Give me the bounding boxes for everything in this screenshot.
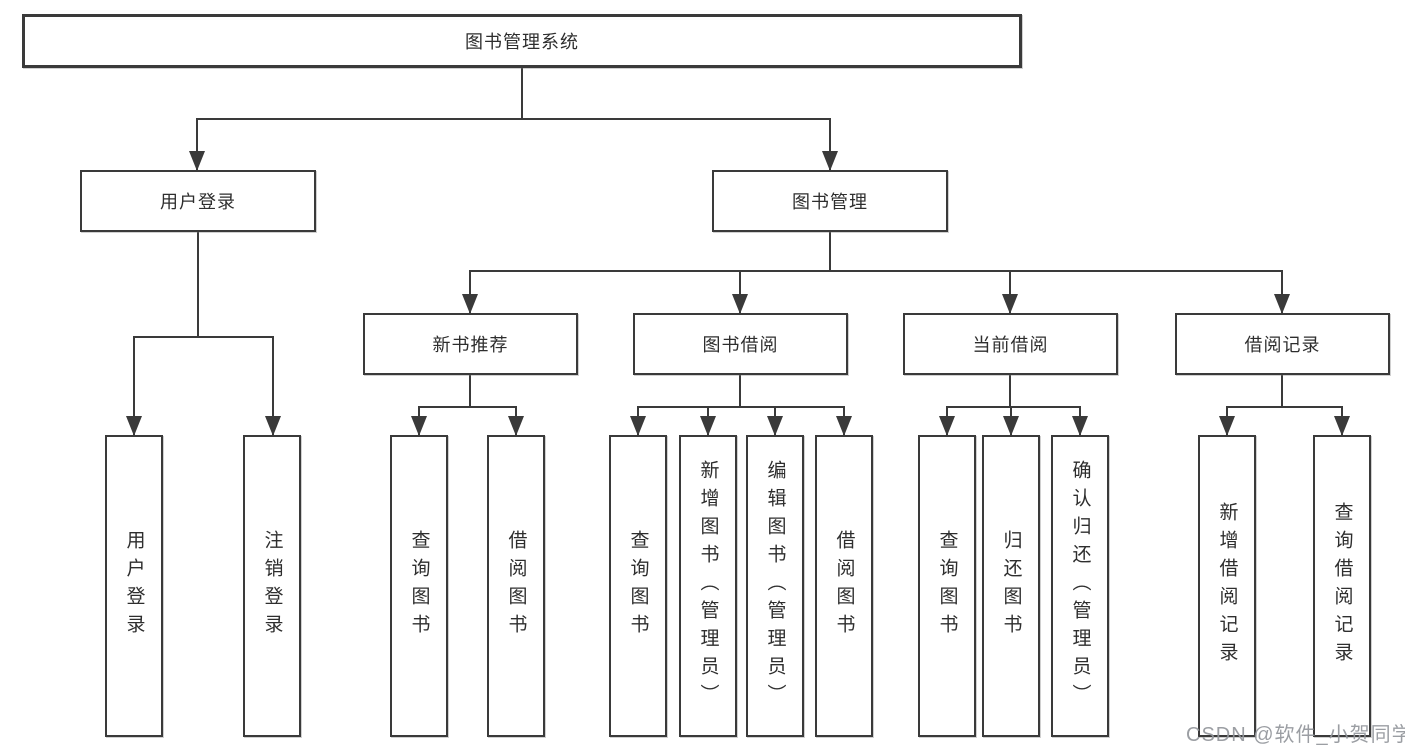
node-book-borrowing: 图书借阅	[633, 313, 848, 375]
edge-root	[189, 68, 838, 171]
edge-current-borrowing	[939, 375, 1088, 436]
node-label: 用户登录	[123, 530, 145, 642]
leaf-query-books: 查询图书	[390, 435, 448, 737]
node-label: 新书推荐	[432, 335, 509, 355]
node-current-borrowing: 当前借阅	[903, 313, 1118, 375]
node-label: 归还图书	[1000, 530, 1022, 642]
leaf-add-borrow-record: 新增借阅记录	[1198, 435, 1256, 737]
leaf-borrow-books: 借阅图书	[487, 435, 545, 737]
node-book-management: 图书管理	[712, 170, 948, 232]
edge-book-borrowing	[630, 375, 852, 436]
leaf-confirm-return-admin: 确认归还（管理员）	[1051, 435, 1109, 737]
node-label: 编辑图书（管理员）	[764, 460, 786, 712]
watermark: CSDN @软件_小贺同学	[1186, 724, 1405, 746]
node-label: 用户登录	[160, 192, 236, 212]
node-user-login: 用户登录	[80, 170, 316, 232]
node-label: 借阅记录	[1244, 335, 1321, 355]
node-label: 查询图书	[936, 530, 958, 642]
node-label: 当前借阅	[972, 335, 1049, 355]
leaf-query-borrow-record: 查询借阅记录	[1313, 435, 1371, 737]
node-label: 查询图书	[408, 530, 430, 642]
edge-borrowing-records	[1219, 375, 1350, 436]
node-new-book-recommend: 新书推荐	[363, 313, 578, 375]
leaf-logout: 注销登录	[243, 435, 301, 737]
node-label: 查询图书	[627, 530, 649, 642]
edge-user-login	[126, 232, 281, 436]
leaf-user-login: 用户登录	[105, 435, 163, 737]
node-label: 图书借阅	[702, 335, 779, 355]
edge-new-book-recommend	[411, 375, 524, 436]
node-label: 注销登录	[261, 530, 283, 642]
node-label: 确认归还（管理员）	[1069, 460, 1091, 712]
node-label: 图书管理	[792, 192, 868, 212]
node-label: 新增借阅记录	[1216, 502, 1238, 670]
node-label: 借阅图书	[833, 530, 855, 642]
leaf-edit-book-admin: 编辑图书（管理员）	[746, 435, 804, 737]
node-library-management-system: 图书管理系统	[22, 14, 1022, 68]
leaf-query-books-2: 查询图书	[609, 435, 667, 737]
leaf-query-books-3: 查询图书	[918, 435, 976, 737]
node-label: 新增图书（管理员）	[697, 460, 719, 712]
leaf-borrow-books-2: 借阅图书	[815, 435, 873, 737]
node-borrowing-records: 借阅记录	[1175, 313, 1390, 375]
leaf-add-book-admin: 新增图书（管理员）	[679, 435, 737, 737]
node-label: 查询借阅记录	[1331, 502, 1353, 670]
edge-book-management	[462, 232, 1290, 314]
node-label: 借阅图书	[505, 530, 527, 642]
leaf-return-book: 归还图书	[982, 435, 1040, 737]
node-label: 图书管理系统	[465, 32, 579, 52]
